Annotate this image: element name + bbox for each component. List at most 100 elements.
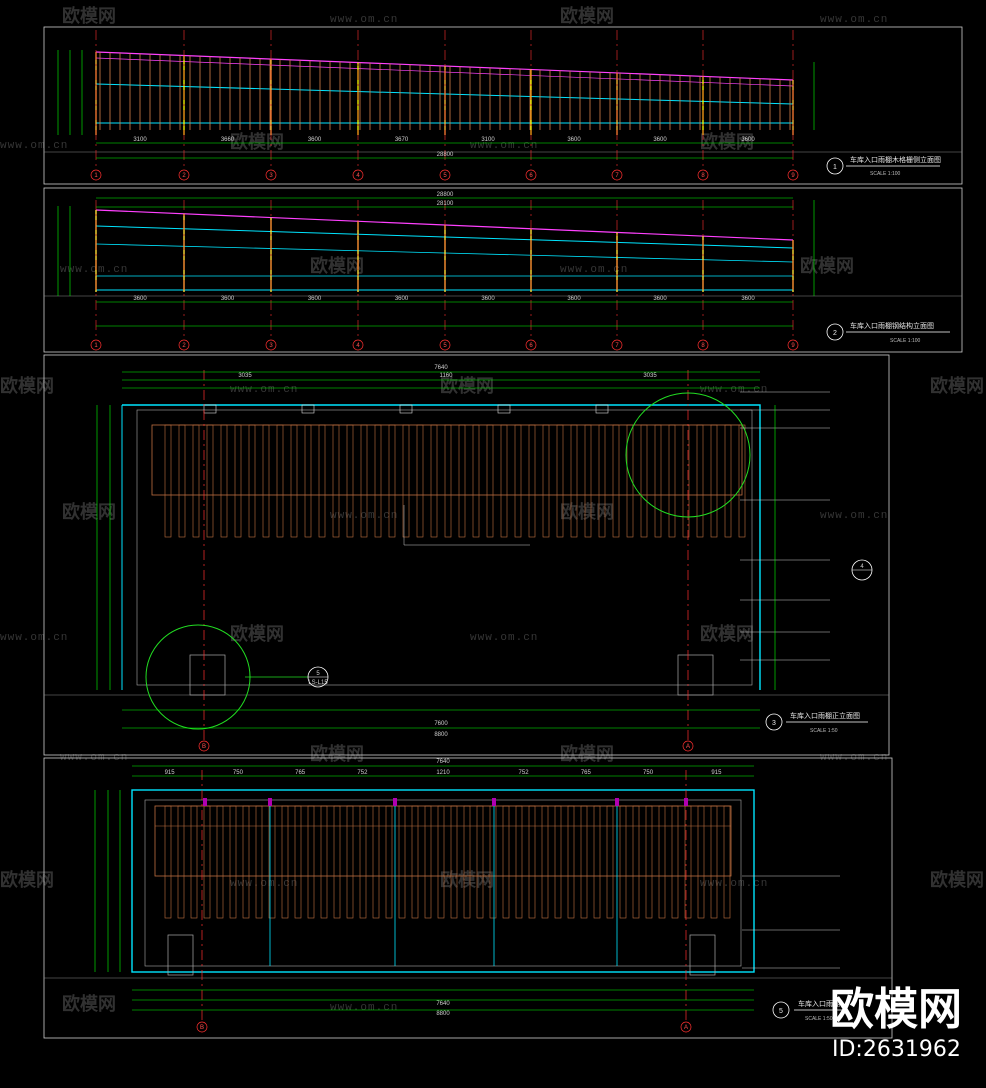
watermark-url: www.om.cn — [820, 14, 888, 26]
drawing-5-title: 车库入口雨棚 — [798, 999, 840, 1008]
drawing-3-slat — [164, 424, 172, 538]
drawing-5-slat — [489, 805, 497, 919]
drawing-2-axis-label: 4 — [356, 343, 360, 349]
drawing-5-slat — [515, 805, 523, 919]
drawing-5-segment-dim: 765 — [295, 770, 306, 776]
drawing-3-slat — [682, 424, 690, 538]
drawing-3-axis-b-bubble — [198, 740, 210, 752]
drawing-5-slat — [242, 805, 250, 919]
drawing-1-axis-bubble — [611, 169, 623, 181]
drawing-5-slat — [554, 805, 562, 919]
drawing-3-slat — [472, 424, 480, 538]
watermark-url: www.om.cn — [470, 632, 538, 644]
drawing-3-slat — [696, 424, 704, 538]
drawing-1-segment-dim: 3600 — [741, 137, 755, 143]
drawing-3-bracket — [595, 404, 609, 414]
drawing-5-number-circle — [772, 1001, 790, 1019]
drawing-3-slat — [416, 424, 424, 538]
drawing-3-seg-3: 3035 — [643, 373, 657, 379]
drawing-5-slat — [632, 805, 640, 919]
drawing-1-top-rail — [95, 51, 794, 81]
drawing-2-axis-label: 1 — [94, 343, 98, 349]
drawing-1-segment-dim: 3100 — [481, 137, 495, 143]
drawing-3-inner-frame — [136, 409, 753, 686]
drawing-5-slat — [723, 805, 731, 919]
drawing-5-segment-dim: 750 — [643, 770, 654, 776]
watermark-url: www.om.cn — [0, 140, 68, 152]
drawing-1-axis-label: 1 — [94, 173, 98, 179]
drawing-5-connector — [393, 798, 397, 806]
watermark-url: www.om.cn — [560, 264, 628, 276]
drawing-3-axis-a-bubble — [682, 740, 694, 752]
brand-logo-text: 欧模网 — [830, 984, 962, 1035]
drawing-3-slat — [360, 424, 368, 538]
drawing-2-axis-bubble — [90, 339, 102, 351]
watermark-logo: 欧模网 — [62, 5, 116, 26]
drawing-1-axis-bubble — [439, 169, 451, 181]
drawing-3-bracket — [497, 404, 511, 414]
drawing-5-slat — [502, 805, 510, 919]
drawing-2-axis-bubble — [697, 339, 709, 351]
drawing-1-segment-dim: 3600 — [308, 137, 322, 143]
drawing-2-segment-dim: 3600 — [481, 296, 495, 302]
drawing-3-slat — [710, 424, 718, 538]
drawing-3-slat — [248, 424, 256, 538]
watermark-url: www.om.cn — [230, 878, 298, 890]
drawing-5-slat — [359, 805, 367, 919]
drawing-3-axis-a-label: A — [686, 744, 690, 750]
drawing-2-axis-label: 7 — [615, 343, 619, 349]
drawing-3-slat — [332, 424, 340, 538]
drawing-5-slat — [372, 805, 380, 919]
watermark-url: www.om.cn — [60, 264, 128, 276]
drawing-1-number-circle — [826, 157, 844, 175]
drawing-3-slat — [234, 424, 242, 538]
drawing-5-left-base — [167, 934, 194, 976]
drawing-3-frame — [43, 354, 890, 756]
drawing-3-slat — [220, 424, 228, 538]
watermark-url: www.om.cn — [470, 140, 538, 152]
drawing-5-slat — [645, 805, 653, 919]
drawing-2-segment-dim: 3600 — [653, 296, 667, 302]
drawing-5-slat — [255, 805, 263, 919]
drawing-3-slat — [290, 424, 298, 538]
drawing-3-bottom-total: 7600 — [434, 721, 448, 727]
drawing-5-slat — [619, 805, 627, 919]
drawing-3-cyan-frame — [122, 404, 761, 690]
drawing-3-slat — [276, 424, 284, 538]
drawing-2-axis-label: 3 — [269, 343, 273, 349]
drawing-3-slat-band — [151, 424, 743, 496]
watermark-logo: 欧模网 — [0, 375, 54, 396]
drawing-3-slat — [626, 424, 634, 538]
drawing-3-seg-2: 1160 — [440, 373, 454, 379]
drawing-5-slat — [281, 805, 289, 919]
watermark-layer: 欧模网 www.om.cn 欧模网 www.om.cn www.om.cn 欧模网 www.… — [0, 5, 984, 1014]
drawing-5-segment-dim: 752 — [357, 770, 368, 776]
drawing-3-slat — [262, 424, 270, 538]
drawing-1-title: 车库入口雨棚木格栅侧立面图 — [850, 155, 941, 164]
drawing-5-cyan-frame — [131, 789, 755, 973]
drawing-5-slat — [450, 805, 458, 919]
drawing-3-slat — [178, 424, 186, 538]
drawing-5-frame — [43, 757, 893, 1039]
drawing-3-leaders — [403, 391, 830, 661]
drawing-5-right-base — [689, 934, 716, 976]
drawing-1-axis-bubble — [525, 169, 537, 181]
drawing-5-slat — [294, 805, 302, 919]
watermark-logo: 欧模网 — [700, 131, 754, 152]
drawing-2-axis-label: 5 — [443, 343, 447, 349]
watermark-logo: 欧模网 — [310, 255, 364, 276]
drawing-3-seg-1: 3035 — [238, 373, 252, 379]
drawing-5-axis-a-label: A — [684, 1025, 688, 1031]
drawing-5-slats — [164, 805, 731, 919]
drawing-5-slat — [164, 805, 172, 919]
drawing-2-number: 2 — [833, 330, 837, 337]
watermark-logo: 欧模网 — [930, 375, 984, 396]
drawing-2-number-circle — [826, 323, 844, 341]
drawing-2-frame — [43, 187, 963, 353]
drawing-5-slat — [216, 805, 224, 919]
drawing-3-slat — [556, 424, 564, 538]
drawing-5-connector — [615, 798, 619, 806]
drawing-5-inner-frame — [144, 799, 742, 967]
